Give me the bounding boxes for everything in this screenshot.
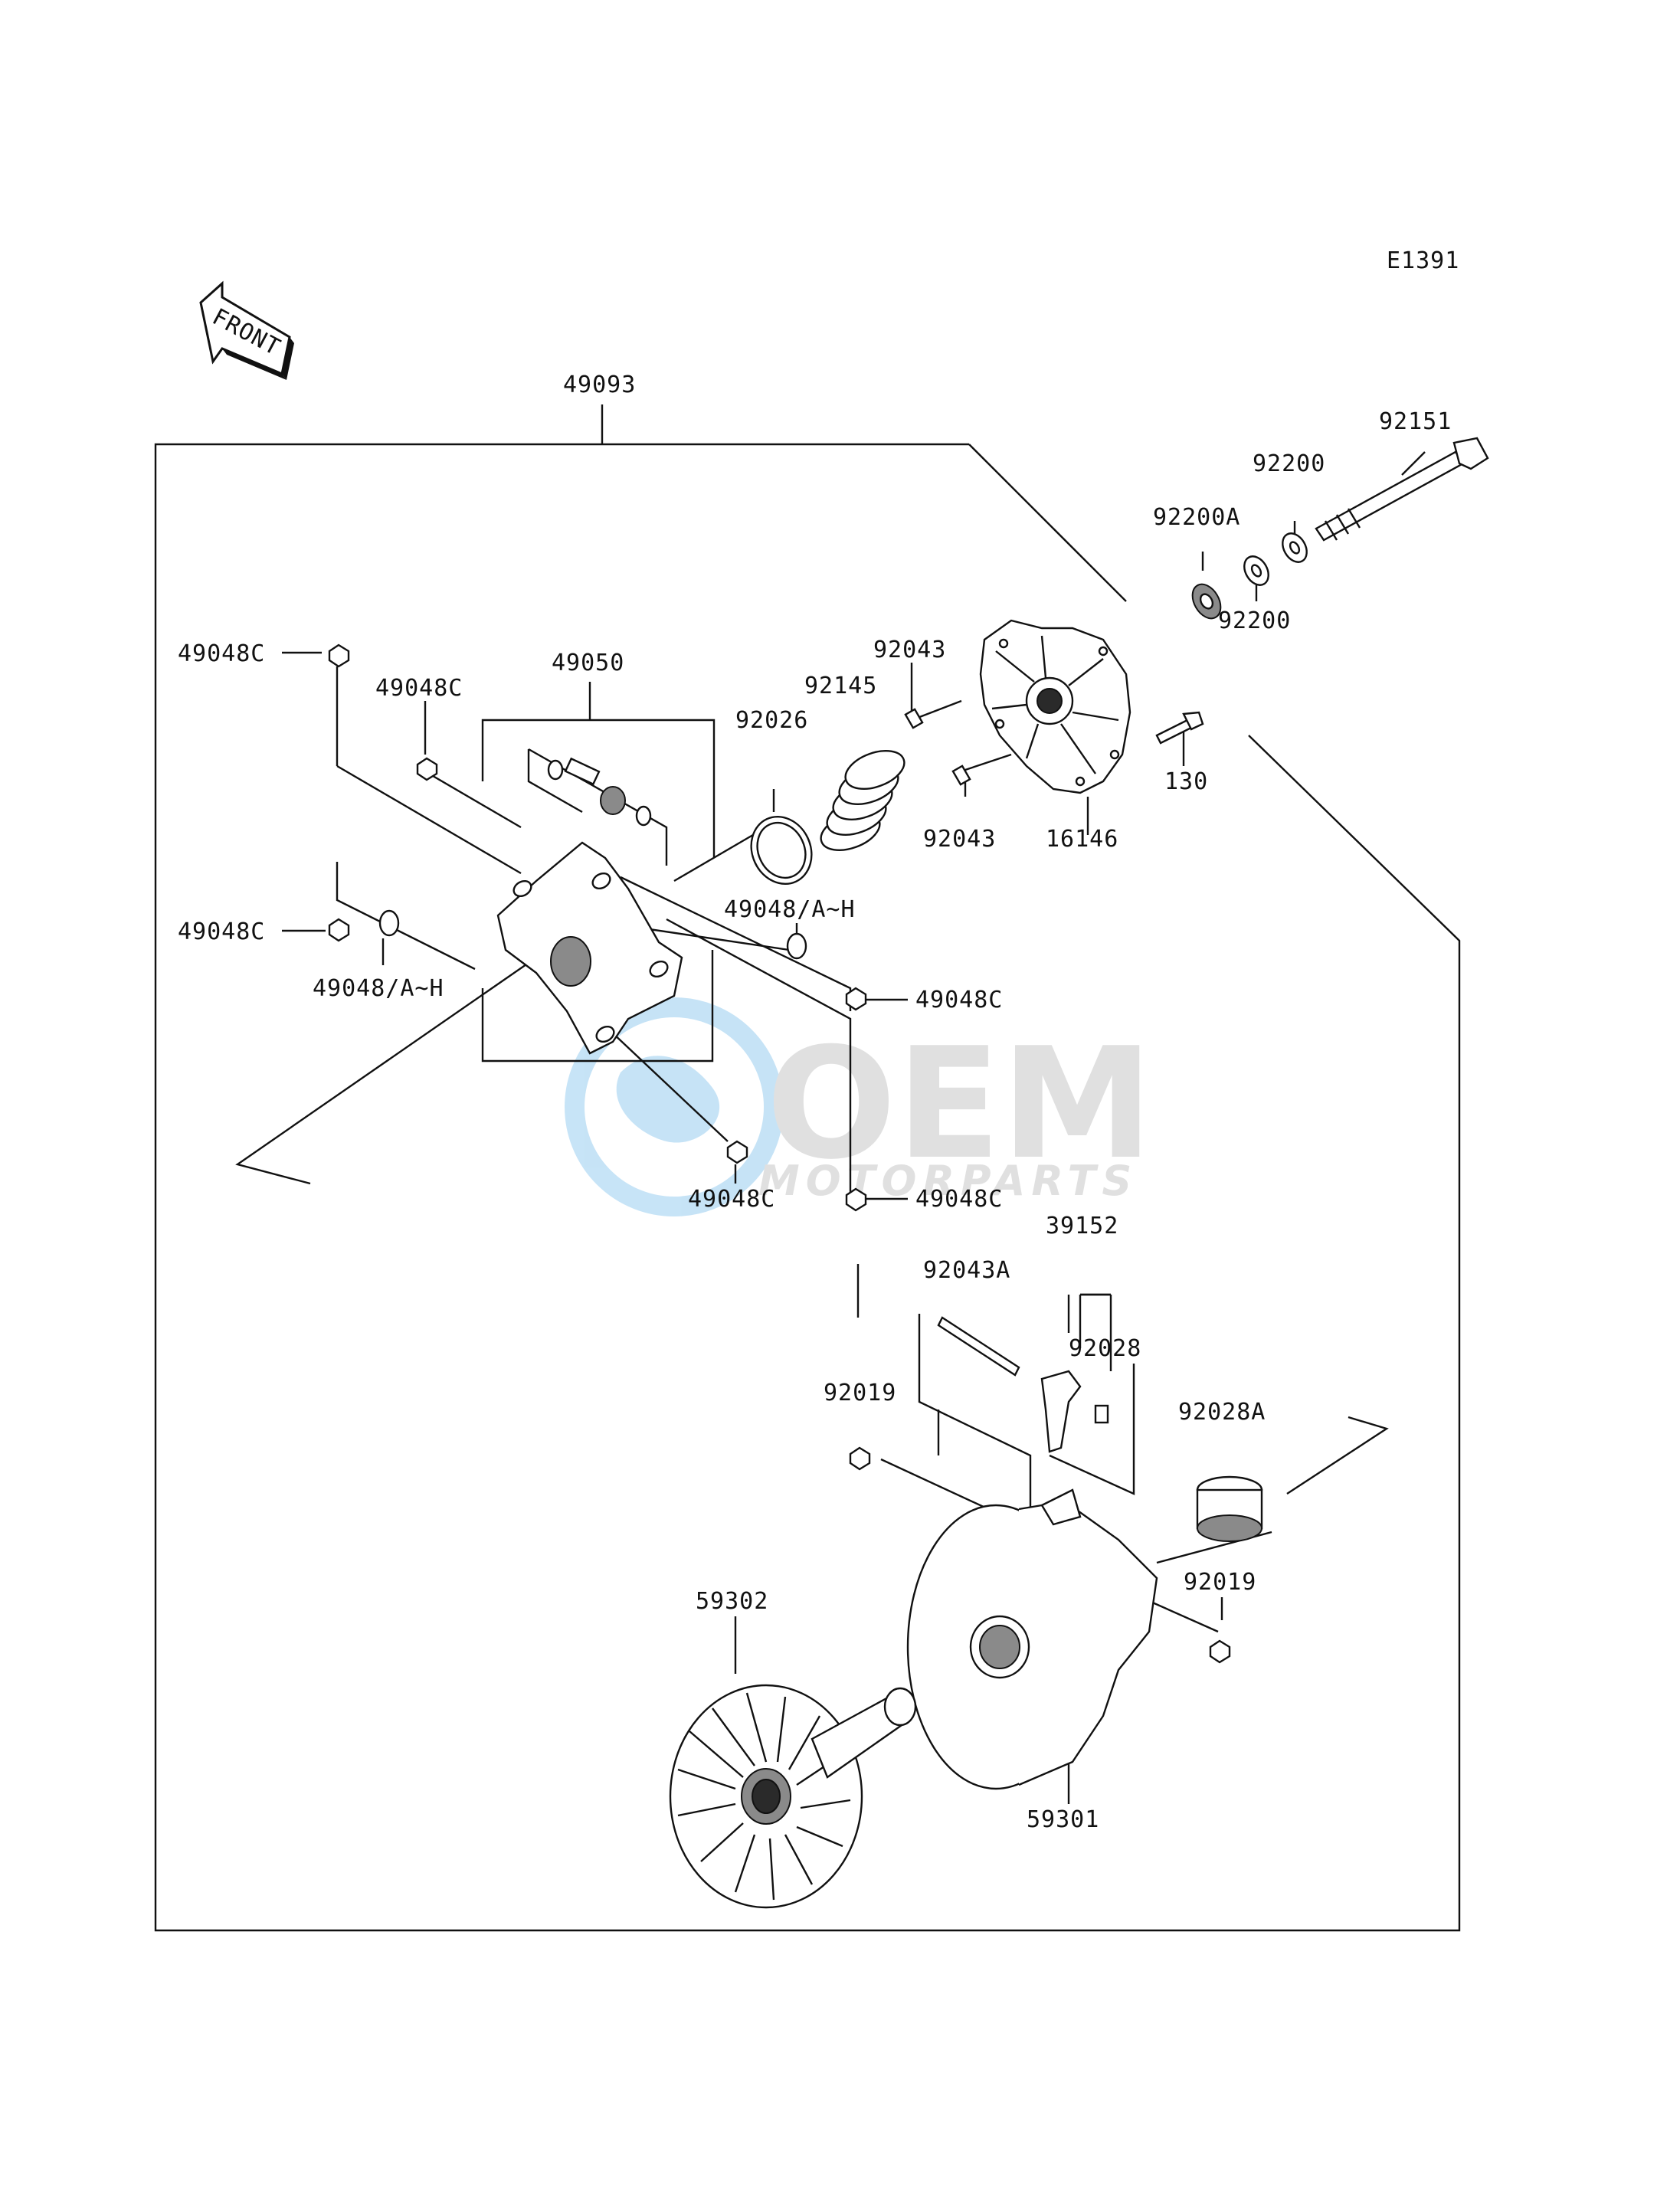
oem-watermark: OEM MOTORPARTS	[565, 997, 1154, 1216]
label-16146: 16146	[1046, 826, 1118, 853]
label-92019-2: 92019	[1184, 1569, 1256, 1596]
fixed-sheave-59302	[669, 1684, 917, 1909]
part-labels: 49093 92151 92200 92200A 92200 92043 921…	[178, 372, 1452, 1833]
front-direction-arrow-icon: FRONT	[199, 280, 294, 380]
label-59302: 59302	[696, 1588, 768, 1615]
label-49048c-5: 49048C	[688, 1186, 775, 1213]
bushing-92028a	[1196, 1475, 1263, 1542]
label-92151: 92151	[1379, 408, 1452, 435]
watermark-sub: MOTORPARTS	[758, 1157, 1138, 1205]
label-39152: 39152	[1046, 1213, 1118, 1239]
label-59301: 59301	[1027, 1806, 1099, 1833]
cover-16146	[979, 619, 1131, 794]
movable-sheave-59301	[906, 1488, 1158, 1790]
label-92200a: 92200A	[1153, 504, 1240, 531]
parts-drawings	[328, 437, 1489, 1909]
label-92145: 92145	[804, 673, 877, 699]
label-49048c-3: 49048C	[178, 918, 265, 945]
label-92028: 92028	[1069, 1335, 1141, 1362]
label-92019-1: 92019	[824, 1380, 896, 1406]
label-49048ah-1: 49048/A~H	[313, 975, 444, 1002]
label-92200-top: 92200	[1253, 450, 1325, 477]
label-49050: 49050	[552, 650, 624, 676]
label-49048ah-2: 49048/A~H	[724, 896, 856, 923]
label-49048c-1: 49048C	[178, 640, 265, 667]
diagram-code: E1391	[1387, 247, 1459, 274]
label-49048c-4: 49048C	[915, 987, 1003, 1013]
label-92200-bottom: 92200	[1218, 607, 1291, 634]
watermark-main: OEM	[766, 1015, 1154, 1193]
label-130: 130	[1164, 768, 1208, 795]
spring-92145	[820, 750, 905, 851]
label-92028a: 92028A	[1178, 1399, 1266, 1426]
nuts-49048c	[328, 643, 867, 1212]
bolt-92151	[1315, 437, 1489, 542]
label-49093: 49093	[563, 372, 636, 398]
label-49048c-2: 49048C	[375, 675, 463, 702]
label-92026: 92026	[735, 707, 808, 734]
label-92043-bottom: 92043	[923, 826, 996, 853]
label-92043-top: 92043	[873, 637, 946, 663]
spider-49050	[496, 841, 683, 1055]
assembly-frame	[154, 404, 1461, 1932]
label-92043a: 92043A	[923, 1257, 1010, 1284]
label-49048c-6: 49048C	[915, 1186, 1003, 1213]
